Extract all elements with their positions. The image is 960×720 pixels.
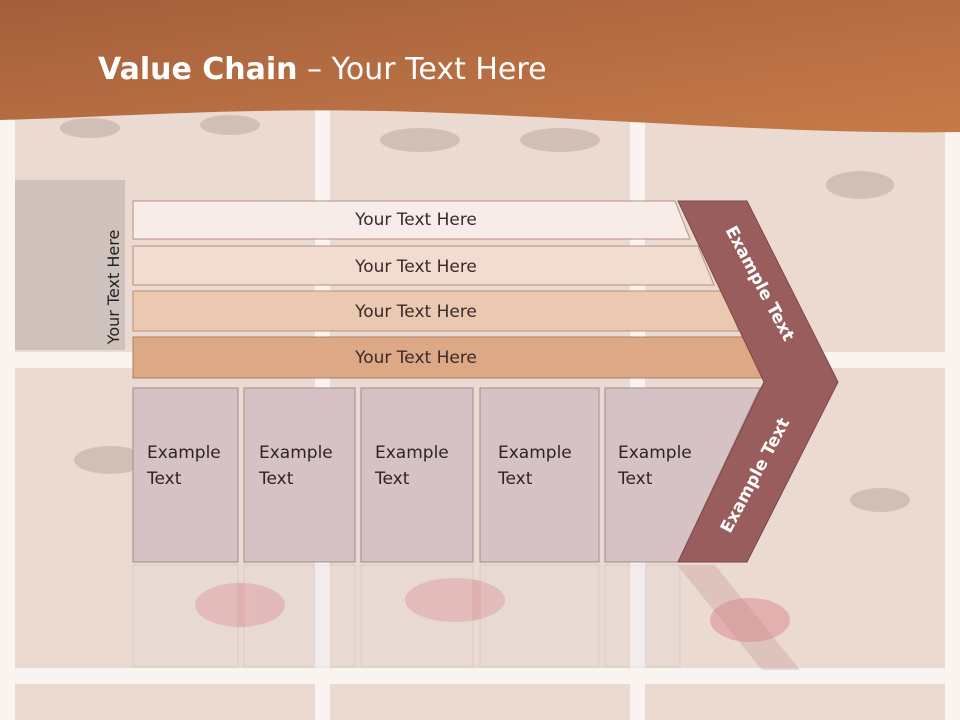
box-1-line2: Text	[146, 469, 182, 489]
header-band	[0, 0, 960, 133]
box-4	[479, 387, 600, 563]
box-3-line2: Text	[374, 469, 410, 489]
box-3	[360, 387, 474, 563]
band-3-label: Your Text Here	[354, 302, 477, 322]
page-title: Value Chain – Your Text Here	[98, 52, 547, 87]
box-5-line2: Text	[617, 469, 653, 489]
box-3-line1: Example	[375, 443, 449, 463]
band-2-label: Your Text Here	[354, 257, 477, 277]
bands: Your Text Here Your Text Here Your Text …	[132, 200, 765, 379]
box-1	[132, 387, 239, 563]
box-2	[243, 387, 356, 563]
title-rest: – Your Text Here	[297, 52, 547, 87]
reflection	[132, 564, 800, 670]
box-4-line2: Text	[497, 469, 533, 489]
chevron-shape	[677, 200, 839, 563]
band-1	[132, 200, 691, 240]
box-2-line2: Text	[258, 469, 294, 489]
band-3	[132, 290, 740, 332]
activity-boxes: Example Text Example Text Example Text E…	[132, 387, 761, 563]
band-2	[132, 245, 715, 286]
band-1-label: Your Text Here	[354, 210, 477, 230]
box-4-line1: Example	[498, 443, 572, 463]
box-2-line1: Example	[259, 443, 333, 463]
box-5-line1: Example	[618, 443, 692, 463]
title-bold: Value Chain	[98, 52, 298, 87]
box-1-line1: Example	[147, 443, 221, 463]
band-4-label: Your Text Here	[354, 348, 477, 368]
